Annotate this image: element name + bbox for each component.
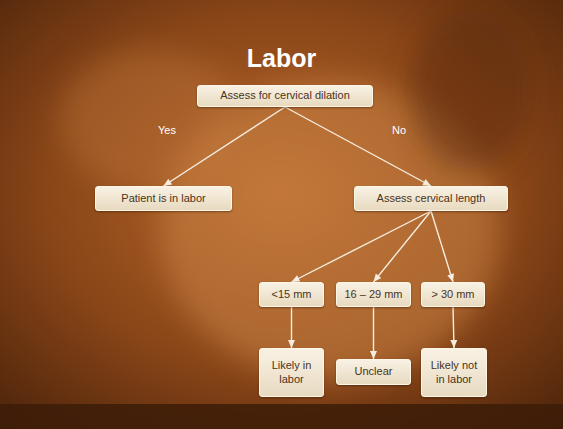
connector-line [164,107,286,186]
flow-arrow [431,211,454,282]
box-text: 16 – 29 mm [344,288,402,302]
process-box: <15 mm [259,282,324,307]
flow-arrow [292,211,432,282]
flow-arrow [370,307,377,359]
flow-arrow [164,107,286,186]
edge-label: No [392,124,406,136]
box-text: > 30 mm [431,288,474,302]
arrow-head [447,273,454,282]
process-box: > 30 mm [421,282,485,307]
flow-arrow [288,307,295,348]
arrow-head [292,275,301,282]
flow-arrow [450,307,457,348]
flow-arrow [285,107,431,186]
arrow-head [450,340,457,348]
process-box: Patient is in labor [95,186,232,211]
connector-line [285,107,431,186]
box-text: <15 mm [271,288,311,302]
arrow-head [374,274,382,282]
process-box: 16 – 29 mm [336,282,411,307]
slide-title: Labor [0,44,563,73]
connector-line [292,211,432,282]
process-box: Likely in labor [259,348,324,397]
arrow-head [370,351,377,359]
process-box: Assess for cervical dilation [197,85,373,107]
arrow-head [288,340,295,348]
box-text: Patient is in labor [121,192,205,206]
edge-label: Yes [158,124,176,136]
flow-arrow [374,211,432,282]
box-text: Assess for cervical dilation [220,89,350,103]
arrow-head [164,179,173,186]
process-box: Unclear [336,359,411,385]
process-box: Assess cervical length [354,186,508,211]
arrow-head [422,179,431,186]
connector-line [431,211,453,282]
box-text: Assess cervical length [377,192,486,206]
box-text: Likely not in labor [426,359,482,387]
connector-line [374,211,432,282]
box-text: Likely in labor [264,359,319,387]
box-text: Unclear [355,365,393,379]
process-box: Likely not in labor [421,348,487,397]
